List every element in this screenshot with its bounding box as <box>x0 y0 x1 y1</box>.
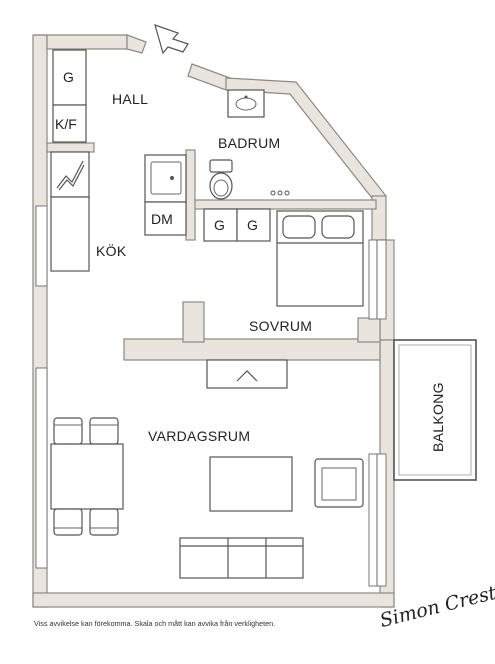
armchair <box>314 458 364 508</box>
entrance-arrow-icon <box>154 24 189 55</box>
wall-bedroom-stub <box>182 301 205 343</box>
wardrobes: G G <box>203 208 271 242</box>
room-label-badrum: BADRUM <box>218 135 280 151</box>
bathroom-fixtures <box>209 89 290 200</box>
dm-label: DM <box>151 211 173 227</box>
disclaimer-text: Viss avvikelse kan förekomma. Skala och … <box>34 619 276 628</box>
chair <box>53 417 83 445</box>
wall-bottom <box>32 592 395 608</box>
chair <box>53 508 83 536</box>
room-label-kok: KÖK <box>96 242 127 259</box>
wall-kitchen-top <box>46 142 95 153</box>
windows <box>35 205 387 587</box>
tv-bench <box>206 359 288 389</box>
stove <box>50 151 90 198</box>
chair <box>89 417 119 445</box>
wall-bathroom-left <box>185 149 196 241</box>
room-label-balkong: BALKONG <box>430 382 446 452</box>
kitchen-fixtures: DM <box>50 151 187 272</box>
coffee-table <box>209 456 293 512</box>
washbasin <box>227 89 265 118</box>
sofa <box>179 537 304 579</box>
wall-top <box>33 34 128 50</box>
kf-label: K/F <box>55 116 77 132</box>
chair <box>89 508 119 536</box>
kitchen-counter <box>50 196 90 272</box>
wall-bedroom-bottom-right <box>357 317 381 343</box>
living-furniture <box>50 359 364 579</box>
walls <box>32 34 395 608</box>
hall-fixtures: G K/F <box>52 49 87 143</box>
wardrobe-g1-label: G <box>214 217 225 233</box>
wall-entrance <box>126 34 147 54</box>
dining-table <box>50 443 124 510</box>
toilet <box>209 159 233 173</box>
wall-bathroom-bottom <box>185 199 377 210</box>
room-label-hall: HALL <box>112 91 148 107</box>
wall-living-top <box>123 338 381 361</box>
balcony: BALKONG <box>393 339 477 481</box>
wall-entrance-right <box>187 63 231 91</box>
room-label-vardagsrum: VARDAGSRUM <box>148 428 250 444</box>
hall-g-label: G <box>63 69 74 85</box>
bed <box>276 210 364 307</box>
wardrobe-g2-label: G <box>247 217 258 233</box>
room-label-sovrum: SOVRUM <box>249 318 312 334</box>
